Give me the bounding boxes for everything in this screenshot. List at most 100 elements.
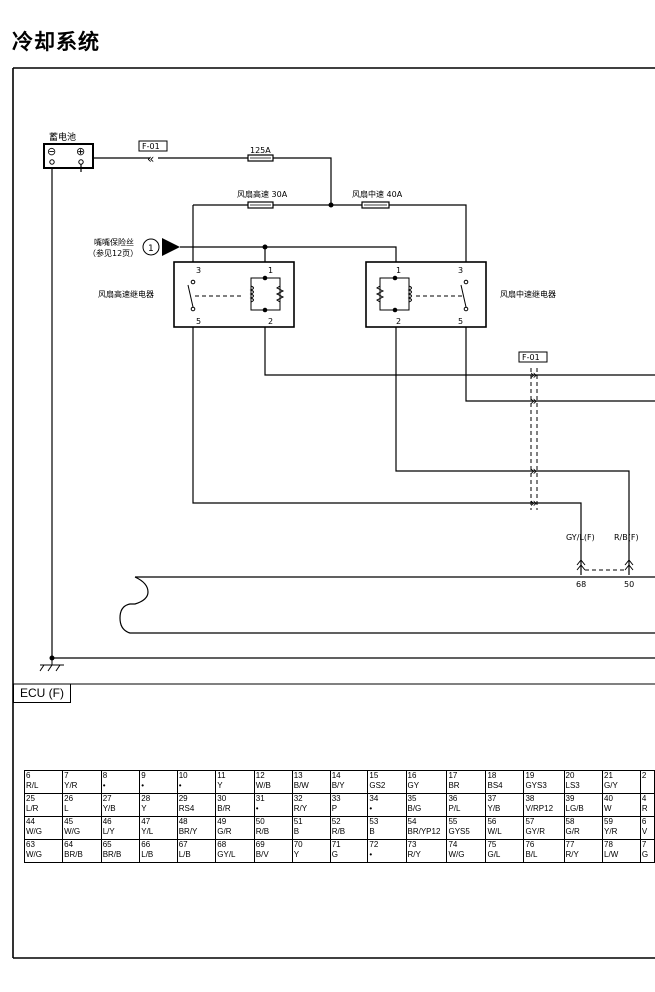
pin-number: 18 xyxy=(487,771,497,781)
pin-wire-color: G/Y xyxy=(604,781,618,790)
pin-number: 76 xyxy=(525,840,535,850)
pin-number: 37 xyxy=(487,794,497,804)
pin-wire-color: • xyxy=(102,781,106,790)
relay-mid-pin-2: 2 xyxy=(396,317,401,326)
pin-number: 74 xyxy=(448,840,458,850)
pin-number: 20 xyxy=(565,771,575,781)
pin-number: 31 xyxy=(255,794,265,804)
pin-wire-color: W/B xyxy=(255,781,271,790)
battery-minus-icon: ⊖ xyxy=(47,145,56,158)
pin-number: 69 xyxy=(255,840,265,850)
pin-number: 57 xyxy=(525,817,535,827)
relay-high-pin-1: 1 xyxy=(268,266,273,275)
pin-wire-color: Y xyxy=(141,804,147,813)
connector-break-icon: « xyxy=(147,152,154,166)
pin-wire-color: B/R xyxy=(217,804,231,813)
pin-wire-color: W/G xyxy=(448,850,465,859)
pin-wire-color: Y/L xyxy=(141,827,154,836)
pin-wire-color: V/RP12 xyxy=(525,804,554,813)
pin-number: 25 xyxy=(26,794,35,804)
battery-plus-icon: ⊕ xyxy=(76,145,85,158)
fuse-ref-number: 1 xyxy=(148,244,154,254)
pin-number: 6 xyxy=(641,817,647,827)
pin-wire-color: BR xyxy=(448,781,460,790)
relay-mid: 1 3 2 5 xyxy=(365,261,487,328)
pin-wire-color: BR/Y xyxy=(178,827,198,836)
pin-wire-color: B xyxy=(293,827,300,836)
pin-wire-color: G xyxy=(641,850,649,859)
ecu-pin-number: 68 xyxy=(576,580,586,589)
fuse-ref-line2: （参见12页） xyxy=(88,248,138,258)
ecu-wire-label: R/B(F) xyxy=(614,533,639,542)
pin-wire-color: Y/R xyxy=(604,827,618,836)
pin-wire-color: B/W xyxy=(293,781,309,790)
pin-number: 50 xyxy=(255,817,265,827)
pin-wire-color: Y/R xyxy=(64,781,78,790)
page-title: 冷却系统 xyxy=(12,30,100,54)
pin-wire-color: • xyxy=(178,781,182,790)
pin-wire-color: G xyxy=(331,850,338,859)
fuse-mid-label: 风扇中速 40A xyxy=(352,189,403,199)
pin-number: 44 xyxy=(26,817,35,827)
relay-mid-pin-1: 1 xyxy=(396,266,401,275)
pin-number: 15 xyxy=(369,771,379,781)
pin-wire-color: GYS5 xyxy=(448,827,470,836)
pin-wire-color: BR/B xyxy=(102,850,122,859)
pin-number: 78 xyxy=(604,840,613,850)
pin-number: 71 xyxy=(331,840,341,850)
ecu-pin-number: 50 xyxy=(624,580,634,589)
fuse-high: 风扇高速 30A xyxy=(237,189,288,209)
pin-wire-color: GYS3 xyxy=(525,781,547,790)
pin-wire-color: BR/B xyxy=(64,850,83,859)
pin-number: 72 xyxy=(369,840,379,850)
pin-number: 47 xyxy=(141,817,151,827)
relay-high: 3 1 5 2 xyxy=(173,261,295,328)
pin-wire-color: R/Y xyxy=(565,850,579,859)
pin-wire-color: Y/B xyxy=(487,804,501,813)
pin-wire-color: Y/B xyxy=(102,804,116,813)
pin-wire-color: R xyxy=(641,804,648,813)
fuse-mid: 风扇中速 40A xyxy=(352,189,403,209)
pin-wire-color: R/B xyxy=(331,827,346,836)
ecu-wire-label: GY/L(F) xyxy=(566,533,595,542)
pin-cell: 2 xyxy=(639,770,655,794)
pin-wire-color: L/W xyxy=(604,850,619,859)
pin-number: 26 xyxy=(64,794,74,804)
pin-number: 66 xyxy=(141,840,151,850)
pin-number: 14 xyxy=(331,771,341,781)
pin-number: 7 xyxy=(641,840,647,850)
pin-number: 70 xyxy=(293,840,303,850)
pin-cell: 10• xyxy=(176,770,217,794)
relay-high-pin-3: 3 xyxy=(196,266,201,275)
pin-cell: 9• xyxy=(139,770,178,794)
connector-top-label: F-01 xyxy=(142,142,160,151)
